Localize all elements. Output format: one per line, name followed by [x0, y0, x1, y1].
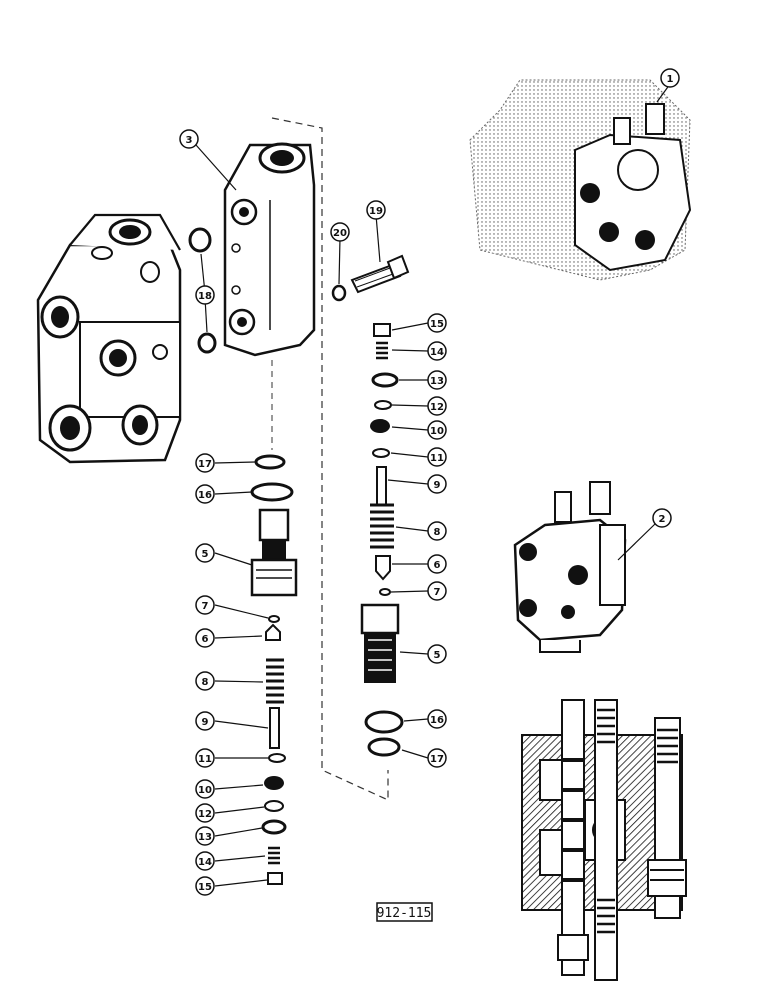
svg-text:15: 15: [430, 319, 444, 330]
callout-9-center: 9: [427, 474, 447, 494]
washer-20: [331, 284, 347, 302]
callout-7-left: 7: [195, 595, 215, 615]
svg-text:7: 7: [434, 587, 441, 598]
callout-14-left: 14: [195, 851, 215, 871]
valve-body-illustration: [36, 213, 182, 464]
callout-16-left: 16: [195, 484, 215, 504]
svg-text:20: 20: [333, 228, 347, 239]
callout-18: 18: [195, 285, 215, 305]
callout-13-left: 13: [195, 826, 215, 846]
callout-10-center: 10: [427, 420, 447, 440]
svg-text:6: 6: [202, 634, 209, 645]
svg-text:10: 10: [430, 426, 444, 437]
svg-text:6: 6: [434, 560, 441, 571]
svg-text:1: 1: [667, 74, 674, 85]
svg-text:2: 2: [659, 514, 666, 525]
bolt-illustration: [350, 254, 410, 294]
svg-text:3: 3: [186, 135, 193, 146]
callout-17-left: 17: [195, 453, 215, 473]
o-ring-18-bottom: [197, 332, 217, 354]
callout-5-center: 5: [427, 644, 447, 664]
svg-text:5: 5: [434, 650, 441, 661]
svg-text:16: 16: [430, 715, 444, 726]
reference-code: 912-115: [377, 906, 432, 921]
valve-section-assembly-illustration: [513, 481, 627, 653]
callout-8-center: 8: [427, 521, 447, 541]
callout-6-center: 6: [427, 554, 447, 574]
svg-text:8: 8: [202, 677, 209, 688]
svg-text:9: 9: [202, 717, 209, 728]
svg-text:5: 5: [202, 549, 209, 560]
leader-lines: [195, 83, 671, 887]
callout-16-center: 16: [427, 709, 447, 729]
callout-12-center: 12: [427, 396, 447, 416]
callout-13-center: 13: [427, 370, 447, 390]
callout-7-center: 7: [427, 581, 447, 601]
callout-3: 3: [179, 129, 199, 149]
o-ring-18-top: [188, 227, 212, 253]
svg-text:7: 7: [202, 601, 209, 612]
callout-6-left: 6: [195, 628, 215, 648]
reference-code-box: 912-115: [376, 902, 433, 922]
callout-19: 19: [366, 200, 386, 220]
svg-text:11: 11: [198, 754, 212, 765]
full-valve-assembly-illustration: [469, 79, 692, 281]
callout-11-center: 11: [427, 447, 447, 467]
callout-14-center: 14: [427, 341, 447, 361]
svg-text:17: 17: [430, 754, 444, 765]
callout-9-left: 9: [195, 711, 215, 731]
svg-text:18: 18: [198, 291, 212, 302]
svg-text:19: 19: [369, 206, 383, 217]
callout-12-left: 12: [195, 803, 215, 823]
callout-17-center: 17: [427, 748, 447, 768]
callout-11-left: 11: [195, 748, 215, 768]
svg-text:12: 12: [198, 809, 212, 820]
svg-text:13: 13: [430, 376, 444, 387]
callout-8-left: 8: [195, 671, 215, 691]
svg-text:15: 15: [198, 882, 212, 893]
svg-text:17: 17: [198, 459, 212, 470]
callout-10-left: 10: [195, 779, 215, 799]
callout-2: 2: [652, 508, 672, 528]
svg-text:9: 9: [434, 480, 441, 491]
svg-text:10: 10: [198, 785, 212, 796]
svg-text:13: 13: [198, 832, 212, 843]
svg-text:8: 8: [434, 527, 441, 538]
svg-text:11: 11: [430, 453, 444, 464]
callout-5-left: 5: [195, 543, 215, 563]
svg-text:14: 14: [430, 347, 444, 358]
svg-text:12: 12: [430, 402, 444, 413]
callout-1: 1: [660, 68, 680, 88]
cross-section-illustration: [521, 699, 687, 981]
svg-text:14: 14: [198, 857, 212, 868]
valve-section-illustration: [223, 142, 316, 357]
callout-20: 20: [330, 222, 350, 242]
svg-text:16: 16: [198, 490, 212, 501]
left-parts-stack: [250, 454, 298, 885]
callout-15-left: 15: [195, 876, 215, 896]
callout-15-center: 15: [427, 313, 447, 333]
center-parts-stack: [360, 323, 404, 757]
